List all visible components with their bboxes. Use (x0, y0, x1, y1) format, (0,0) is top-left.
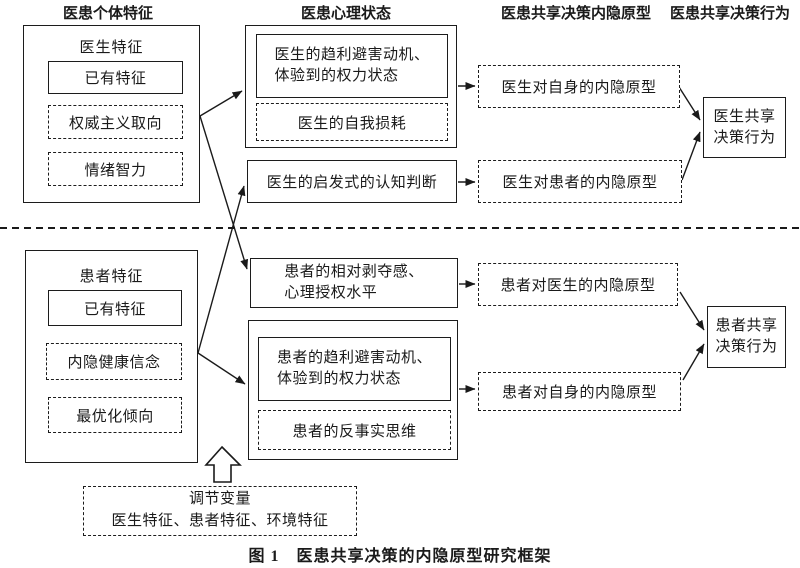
prototype-patient-self-label: 患者对自身的内隐原型 (501, 385, 657, 401)
patient-implicit-health-belief-box: 内隐健康信念 (46, 343, 182, 380)
patient-traits-box: 患者特征 已有特征 内隐健康信念 最优化倾向 (25, 250, 198, 463)
patient-psych-group-box: 患者的趋利避害动机、 体验到的权力状态 患者的反事实思维 (248, 320, 458, 460)
arrow-patient-to-doctor-heuristic (197, 185, 246, 354)
doctor-ego-depletion-box: 医生的自我损耗 (256, 103, 448, 141)
patient-optimization-tendency-box: 最优化倾向 (48, 397, 182, 433)
arrow-proto-doctor-of-patient-to-behavior (681, 131, 701, 181)
patient-motive-line1: 患者的趋利避害动机、 (276, 350, 432, 367)
doctor-existing-traits-label: 已有特征 (84, 71, 147, 87)
moderator-up-block-arrow (204, 445, 242, 483)
arrow-patient-to-patient-psych (197, 352, 246, 385)
patient-behavior-line1: 患者共享 (715, 318, 778, 335)
arrow-proto-patient-self-to-behavior (682, 343, 705, 381)
arrow-proto-patient-of-doctor-to-behavior (679, 291, 705, 331)
arrow-doctor-to-doctor-psych (199, 90, 243, 117)
doctor-emotional-intelligence-box: 情绪智力 (48, 152, 183, 186)
doctor-authoritarianism-box: 权威主义取向 (48, 105, 183, 139)
column-header-individual-traits: 医患个体特征 (62, 6, 153, 22)
patient-deprivation-line1: 患者的相对剥夺感、 (284, 264, 424, 281)
prototype-patient-of-doctor-label: 患者对医生的内隐原型 (500, 278, 656, 294)
patient-existing-traits-label: 已有特征 (83, 301, 146, 318)
moderator-variables: 医生特征、患者特征、环境特征 (111, 513, 329, 529)
arrow-doctor-to-patient-deprivation (199, 115, 249, 270)
doctor-motive-line1: 医生的趋利避害动机、 (274, 47, 430, 64)
doctor-heuristic-judgment-label: 医生的启发式的认知判断 (266, 175, 438, 191)
patient-optimization-tendency-label: 最优化倾向 (76, 408, 154, 425)
doctor-emotional-intelligence-label: 情绪智力 (84, 162, 147, 179)
patient-deprivation-line2: 心理授权水平 (284, 285, 378, 301)
doctor-authoritarianism-label: 权威主义取向 (68, 115, 162, 132)
doctor-behavior-line1: 医生共享 (713, 108, 776, 125)
column-header-decision-behavior: 医患共享决策行为 (669, 6, 790, 22)
doctor-ego-depletion-label: 医生的自我损耗 (297, 115, 407, 132)
doctor-existing-traits-box: 已有特征 (48, 61, 183, 94)
doctor-psych-group-box: 医生的趋利避害动机、 体验到的权力状态 医生的自我损耗 (245, 25, 457, 148)
doctor-heuristic-judgment-box: 医生的启发式的认知判断 (247, 160, 457, 203)
patient-deprivation-empowerment-box: 患者的相对剥夺感、 心理授权水平 (250, 258, 458, 308)
prototype-doctor-of-patient-box: 医生对患者的内隐原型 (478, 160, 682, 203)
patient-shared-decision-behavior-box: 患者共享 决策行为 (707, 306, 786, 368)
patient-counterfactual-label: 患者的反事实思维 (292, 423, 417, 440)
doctor-motive-line2: 体验到的权力状态 (274, 68, 399, 84)
doctor-traits-box: 医生特征 已有特征 权威主义取向 情绪智力 (23, 25, 200, 203)
column-header-implicit-prototype: 医患共享决策内隐原型 (500, 6, 651, 22)
prototype-doctor-self-box: 医生对自身的内隐原型 (478, 65, 680, 108)
column-header-psych-state: 医患心理状态 (300, 6, 391, 22)
moderator-box: 调节变量 医生特征、患者特征、环境特征 (83, 486, 357, 536)
prototype-patient-self-box: 患者对自身的内隐原型 (478, 372, 681, 411)
patient-counterfactual-box: 患者的反事实思维 (258, 410, 451, 450)
prototype-patient-of-doctor-box: 患者对医生的内隐原型 (478, 263, 678, 306)
figure-caption: 图 1 医患共享决策的内隐原型研究框架 (248, 548, 552, 565)
arrow-proto-doctor-self-to-behavior (678, 86, 701, 121)
moderator-title: 调节变量 (188, 491, 251, 508)
prototype-doctor-of-patient-label: 医生对患者的内隐原型 (502, 175, 658, 191)
patient-existing-traits-box: 已有特征 (48, 290, 182, 326)
doctor-traits-title: 医生特征 (79, 40, 144, 56)
patient-behavior-line2: 决策行为 (715, 339, 778, 355)
patient-motive-power-box: 患者的趋利避害动机、 体验到的权力状态 (258, 337, 451, 401)
patient-traits-title: 患者特征 (79, 269, 144, 285)
prototype-doctor-self-label: 医生对自身的内隐原型 (501, 80, 657, 96)
patient-motive-line2: 体验到的权力状态 (276, 371, 401, 387)
doctor-motive-power-box: 医生的趋利避害动机、 体验到的权力状态 (256, 34, 448, 98)
doctor-behavior-line2: 决策行为 (713, 129, 776, 146)
patient-implicit-health-belief-label: 内隐健康信念 (67, 355, 161, 371)
doctor-shared-decision-behavior-box: 医生共享 决策行为 (703, 97, 786, 158)
